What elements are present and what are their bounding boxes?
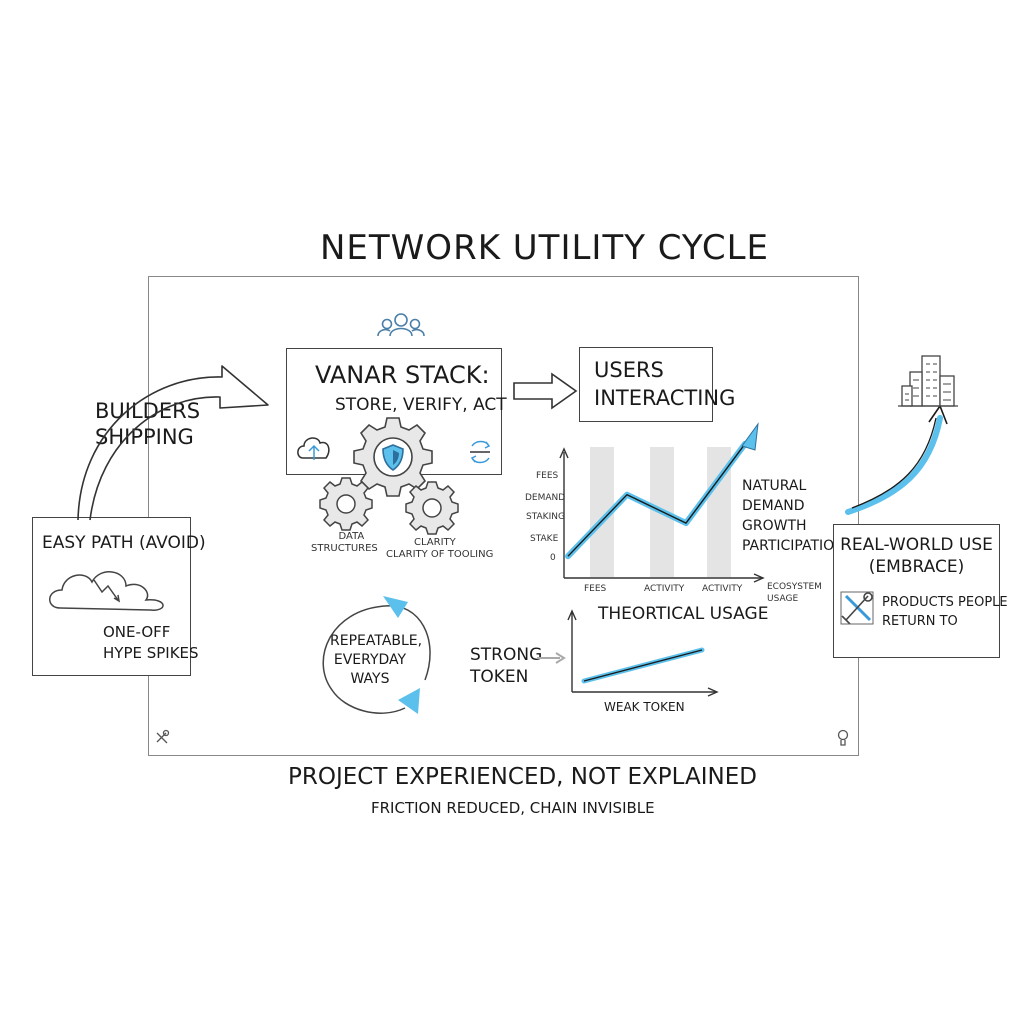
y-label-staking: STAKING [526,512,565,522]
builders-arrow [77,365,269,521]
annotation-4: PARTICIPATION [742,538,845,554]
annotation-3: GROWTH [742,518,807,534]
ecosystem-usage-label: ECOSYSTEM USAGE [767,581,822,605]
real-world-title-2: (EMBRACE) [868,557,965,577]
easy-path-note-2: HYPE SPIKES [103,644,199,662]
token-arrow [537,652,566,664]
cloud-upload-icon [297,437,330,460]
stack-to-users-arrow [513,372,578,410]
real-world-note-1: PRODUCTS PEOPLE [882,595,1008,610]
growth-arrow [845,404,948,515]
diagram-title: NETWORK UTILITY CYCLE [320,228,770,268]
x-label-activity-2: ACTIVITY [702,584,743,594]
token-line [583,649,703,682]
gear-label-right-1: CLARITY [414,537,456,548]
cycle-arrows [322,596,431,714]
gear-label-left-1: DATA [338,531,365,542]
usage-chart [559,422,765,583]
easy-path-title: EASY PATH (AVOID) [42,533,206,553]
weak-token-label: WEAK TOKEN [604,700,685,714]
users-line-1: USERS [594,358,664,382]
ecosystem-line-1: ECOSYSTEM [767,582,822,592]
bulb-icon [837,729,849,746]
y-label-demand: DEMAND [525,493,566,503]
users-icon [377,313,425,337]
strong-token-2: TOKEN [470,667,529,687]
builders-line-2: SHIPPING [95,425,194,449]
footer-sub: FRICTION REDUCED, CHAIN INVISIBLE [371,799,655,817]
annotation-2: DEMAND [742,498,805,514]
shield-gear-icon [353,417,433,497]
users-interacting-box: USERS INTERACTING [579,347,735,422]
gear-label-left-2: STRUCTURES [311,543,378,554]
vanar-stack-title: VANAR STACK: [315,361,490,389]
cycle-text: REPEATABLE, EVERYDAY WAYS [330,632,423,689]
cycle-line-3: WAYS [350,671,390,687]
strong-token-label: STRONG TOKEN [470,644,542,688]
cycle-line-2: EVERYDAY [333,652,407,668]
users-line-2: INTERACTING [594,386,736,410]
demand-arrowhead [741,422,759,451]
easy-path-box: EASY PATH (AVOID) ONE-OFF HYPE SPIKES [32,517,206,676]
y-label-zero: 0 [550,553,556,563]
city-icon [898,355,958,407]
y-label-fees: FEES [536,471,559,481]
easy-path-note: ONE-OFF HYPE SPIKES [103,622,199,664]
cycle-arrowhead-top [383,596,408,618]
natural-demand-annotation: NATURAL DEMAND GROWTH PARTICIPATION [742,476,845,556]
y-label-stake: STAKE [530,534,559,544]
gear-label-data-structures: DATA STRUCTURES [311,531,378,555]
x-label-fees: FEES [584,584,607,594]
annotation-1: NATURAL [742,478,807,494]
cloud-icon [49,571,164,611]
refresh-icon [470,440,491,464]
easy-path-note-1: ONE-OFF [103,623,171,641]
tools-icon [840,591,874,625]
footer-main: PROJECT EXPERIENCED, NOT EXPLAINED [288,764,757,790]
real-world-note-2: RETURN TO [882,614,958,629]
gear-label-right-2: CLARITY OF TOOLING [386,549,494,560]
demand-line [567,443,746,557]
gear-left-icon [319,477,373,531]
vanar-stack-subtitle: STORE, VERIFY, ACT [335,395,507,415]
chart-title: THEORTICAL USAGE [598,604,769,624]
real-world-box: REAL-WORLD USE (EMBRACE) PRODUCTS PEOPLE… [833,524,1008,658]
builders-label: BUILDERS SHIPPING [95,398,200,450]
x-label-activity-1: ACTIVITY [644,584,685,594]
real-world-title-1: REAL-WORLD USE [840,535,993,555]
cycle-line-1: REPEATABLE, [330,633,423,649]
cycle-arrowhead-bottom [398,688,420,714]
wrench-icon [156,729,170,744]
gear-label-clarity: CLARITY CLARITY OF TOOLING [386,537,493,561]
token-chart [567,609,719,697]
ecosystem-line-2: USAGE [767,594,799,604]
gear-right-icon [405,481,459,535]
real-world-title: REAL-WORLD USE (EMBRACE) [834,534,999,578]
strong-token-1: STRONG [470,645,543,665]
main-frame [148,276,859,756]
real-world-note: PRODUCTS PEOPLE RETURN TO [882,593,1008,631]
